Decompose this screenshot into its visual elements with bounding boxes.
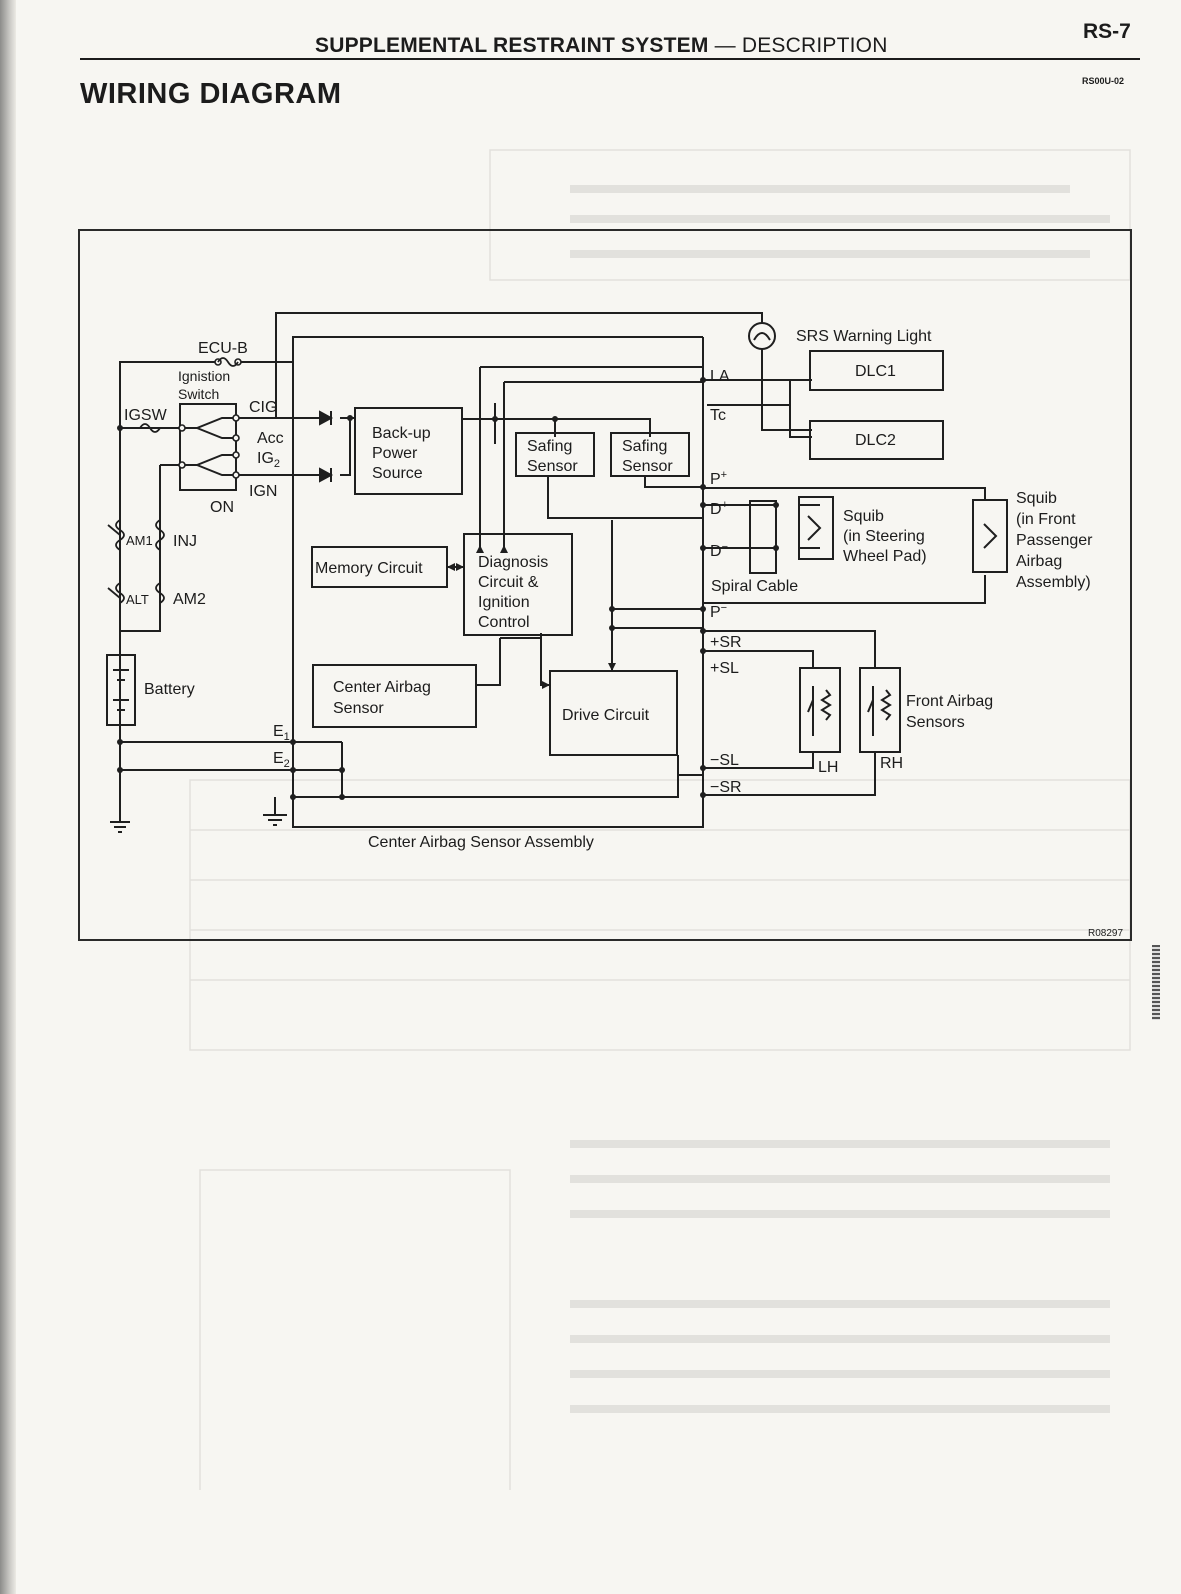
page-binding-shadow bbox=[0, 0, 16, 1594]
junction-dots bbox=[117, 377, 779, 800]
fuses bbox=[107, 357, 239, 604]
label-drive: Drive Circuit bbox=[562, 707, 650, 724]
label-dlc1: DLC1 bbox=[855, 363, 896, 380]
label-backup-1: Back-up bbox=[372, 425, 431, 442]
pin-plus-sl: +SL bbox=[710, 660, 739, 677]
label-inj: INJ bbox=[173, 533, 197, 550]
arrowheads bbox=[447, 545, 616, 689]
label-rh: RH bbox=[880, 755, 903, 772]
label-ignition: Ignistion bbox=[178, 368, 230, 384]
header-rule bbox=[80, 58, 1140, 60]
terminals bbox=[178, 358, 242, 479]
section-title: WIRING DIAGRAM bbox=[80, 78, 342, 110]
label-ign: IGN bbox=[249, 483, 277, 500]
label-safing-b-1: Safing bbox=[622, 438, 667, 455]
label-ig2: IG2 bbox=[257, 450, 280, 470]
label-squib-fp-3: Passenger bbox=[1016, 532, 1093, 549]
label-diag-3: Ignition bbox=[478, 594, 530, 611]
label-memory: Memory Circuit bbox=[315, 560, 423, 577]
label-e1: E1 bbox=[273, 723, 290, 743]
label-squib-sw-1: Squib bbox=[843, 508, 884, 525]
label-srs-warning: SRS Warning Light bbox=[796, 328, 932, 345]
label-diag-4: Control bbox=[478, 614, 530, 631]
label-diag-1: Diagnosis bbox=[478, 554, 548, 571]
warning-light-symbol bbox=[748, 322, 776, 350]
label-center-2: Sensor bbox=[333, 700, 384, 717]
label-alt: ALT bbox=[126, 592, 149, 607]
pin-d-minus: D− bbox=[710, 541, 728, 560]
label-cig: CIG bbox=[249, 399, 277, 416]
label-center-1: Center Airbag bbox=[333, 679, 431, 696]
label-squib-fp-5: Assembly) bbox=[1016, 574, 1091, 591]
pin-plus-sr: +SR bbox=[710, 634, 742, 651]
label-am1: AM1 bbox=[126, 533, 153, 548]
scan-edge-mark bbox=[1152, 945, 1160, 1020]
label-squib-fp-4: Airbag bbox=[1016, 553, 1062, 570]
label-igsw: IGSW bbox=[124, 407, 168, 424]
label-backup-3: Source bbox=[372, 465, 423, 482]
pin-p-minus: P− bbox=[710, 602, 727, 621]
battery-symbol bbox=[106, 654, 136, 726]
label-squib-fp-1: Squib bbox=[1016, 490, 1057, 507]
label-ecu-b: ECU-B bbox=[198, 340, 248, 357]
page-header-title: SUPPLEMENTAL RESTRAINT SYSTEM — DESCRIPT… bbox=[315, 34, 888, 57]
label-switch: Switch bbox=[178, 386, 219, 402]
label-squib-sw-2: (in Steering bbox=[843, 528, 925, 545]
label-squib-fp-2: (in Front bbox=[1016, 511, 1076, 528]
pin-d-plus: D+ bbox=[710, 499, 728, 518]
label-am2: AM2 bbox=[173, 591, 206, 608]
label-safing-a-2: Sensor bbox=[527, 458, 578, 475]
label-dlc2: DLC2 bbox=[855, 432, 896, 449]
label-squib-sw-3: Wheel Pad) bbox=[843, 548, 927, 565]
wires bbox=[119, 312, 986, 828]
pin-minus-sl: −SL bbox=[710, 752, 739, 769]
pin-tc: Tc bbox=[710, 407, 726, 424]
reference-code: RS00U-02 bbox=[1082, 76, 1125, 86]
label-front-1: Front Airbag bbox=[906, 693, 993, 710]
diagram-labels: ECU-B Ignistion Switch IGSW CIG Acc IG2 … bbox=[124, 328, 1123, 939]
label-safing-a-1: Safing bbox=[527, 438, 572, 455]
pin-la: LA bbox=[710, 368, 730, 385]
diagram-frame bbox=[78, 229, 1132, 941]
label-backup-2: Power bbox=[372, 445, 418, 462]
label-front-2: Sensors bbox=[906, 714, 965, 731]
figure-code: R08297 bbox=[1088, 928, 1123, 939]
diodes bbox=[319, 410, 334, 483]
label-on: ON bbox=[210, 499, 234, 516]
label-e2: E2 bbox=[273, 750, 290, 770]
label-battery: Battery bbox=[144, 681, 195, 698]
pin-minus-sr: −SR bbox=[710, 779, 742, 796]
label-assembly: Center Airbag Sensor Assembly bbox=[368, 834, 594, 851]
ground-symbols bbox=[110, 814, 287, 833]
label-diag-2: Circuit & bbox=[478, 574, 539, 591]
label-acc: Acc bbox=[257, 430, 284, 447]
label-lh: LH bbox=[818, 759, 838, 776]
pin-p-plus: P+ bbox=[710, 469, 727, 488]
label-spiral-cable: Spiral Cable bbox=[711, 578, 798, 595]
page-number: RS-7 bbox=[1083, 20, 1131, 43]
label-safing-b-2: Sensor bbox=[622, 458, 673, 475]
